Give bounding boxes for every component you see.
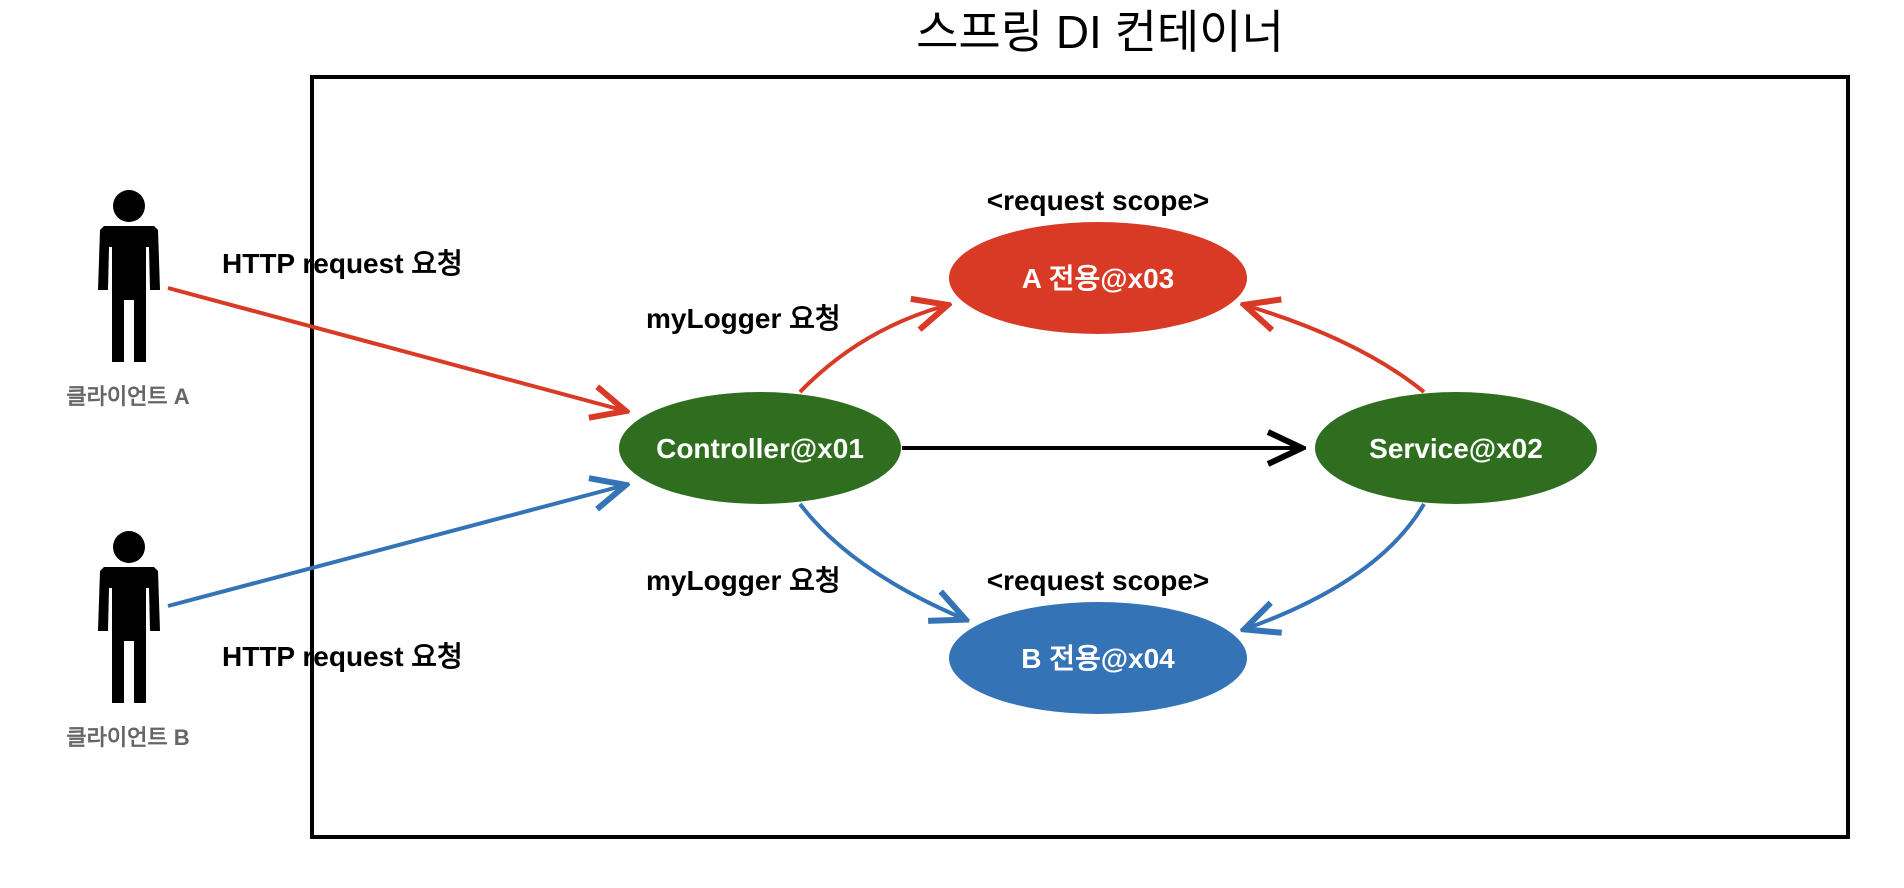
logger-b-node-label: B 전용@x04 [1021, 643, 1175, 674]
service-node-label: Service@x02 [1369, 433, 1543, 464]
service-to-logger-b-arrow [1248, 502, 1426, 628]
logger-b-scope-label: <request scope> [987, 565, 1210, 596]
service-to-logger-a-arrow [1248, 306, 1426, 394]
client-a-person-icon [98, 190, 160, 362]
logger-a-node [949, 222, 1247, 334]
container-box [310, 75, 1850, 839]
controller-to-logger-b-label: myLogger 요청 [646, 565, 841, 596]
client-b-to-controller-arrow [167, 486, 622, 608]
diagram-title: 스프링 DI 컨테이너 [916, 6, 1284, 58]
client-b-person-icon [98, 531, 160, 703]
logger-a-node-label: A 전용@x03 [1022, 263, 1175, 294]
logger-a-scope-label: <request scope> [987, 185, 1210, 216]
client-b-request-label: HTTP request 요청 [222, 641, 463, 672]
service-node [1315, 392, 1597, 504]
controller-to-logger-a-label: myLogger 요청 [646, 303, 841, 334]
client-b-label: 클라이언트 B [66, 725, 189, 750]
controller-node-label: Controller@x01 [656, 433, 864, 464]
controller-to-logger-b-arrow [798, 502, 962, 618]
client-a-to-controller-arrow [167, 286, 622, 410]
logger-b-node [949, 602, 1247, 714]
client-a-request-label: HTTP request 요청 [222, 248, 463, 279]
client-a-label: 클라이언트 A [66, 384, 189, 409]
controller-to-logger-a-arrow [798, 306, 944, 394]
controller-node [619, 392, 901, 504]
